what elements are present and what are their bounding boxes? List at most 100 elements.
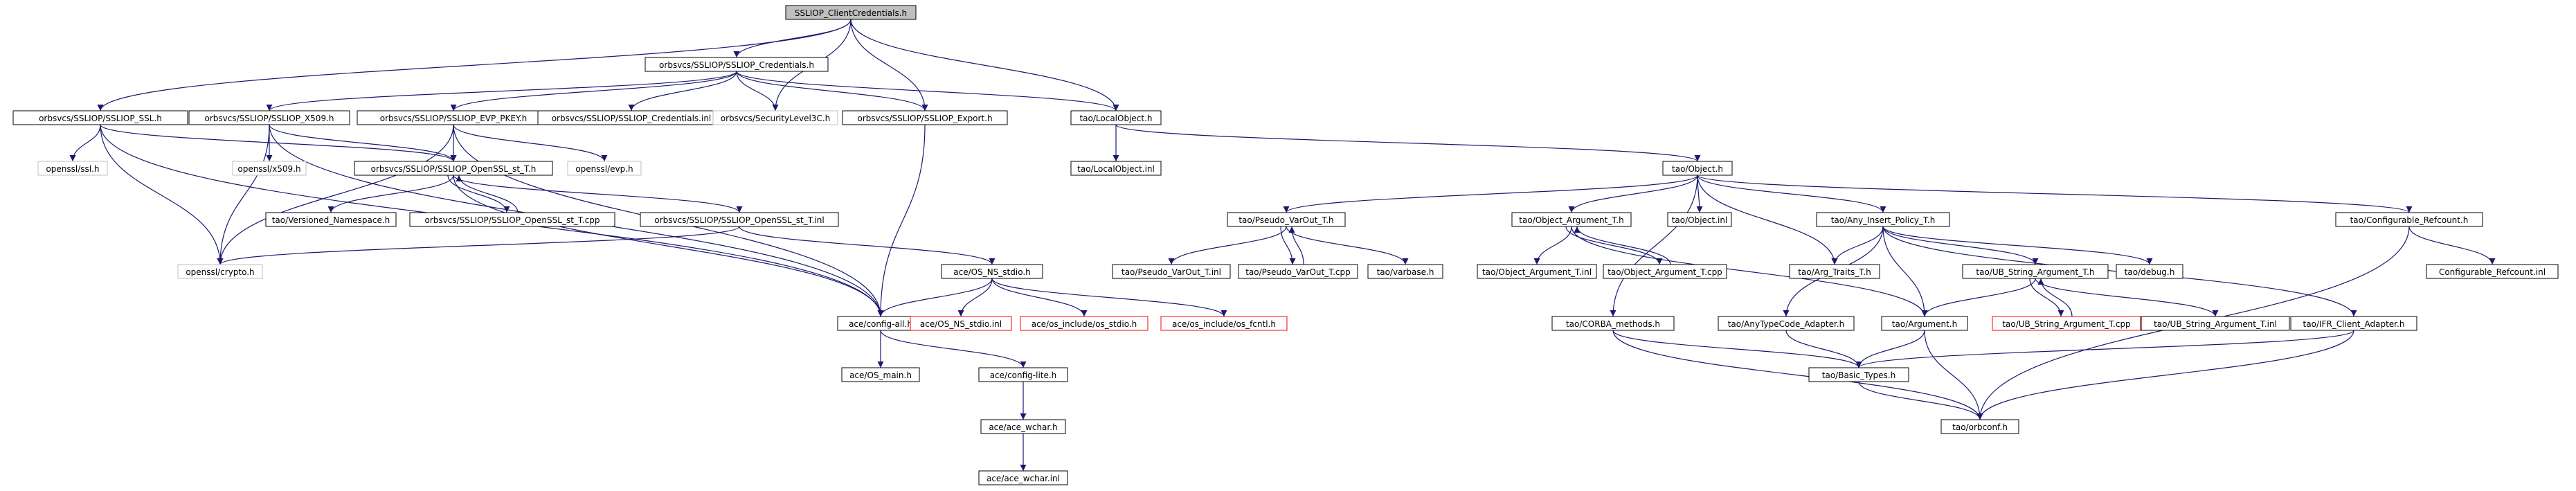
node-box <box>980 419 1066 434</box>
edge-client-cred-h-to-credentials-h <box>733 19 852 58</box>
node-any-insert-h[interactable]: tao/Any_Insert_Policy_T.h <box>1816 212 1950 227</box>
node-label: ace/config-lite.h <box>990 371 1057 380</box>
edge-openssl-sst-inl-to-os-ns-stdio-h <box>739 226 996 265</box>
node-credentials-h[interactable]: orbsvcs/SSLIOP/SSLIOP_Credentials.h <box>645 57 829 72</box>
node-ssl-h[interactable]: orbsvcs/SSLIOP/SSLIOP_SSL.h <box>12 110 188 125</box>
node-versioned-ns[interactable]: tao/Versioned_Namespace.h <box>265 212 397 227</box>
node-os-main-h[interactable]: ace/OS_main.h <box>841 367 920 382</box>
node-os-include-stdio[interactable]: ace/os_include/os_stdio.h <box>1020 316 1149 331</box>
node-orbconf-h[interactable]: tao/orbconf.h <box>1940 419 2019 434</box>
node-openssl-sst-cpp[interactable]: orbsvcs/SSLIOP/SSLIOP_OpenSSL_st_T.cpp <box>409 212 615 227</box>
node-security-level3[interactable]: orbsvcs/SecurityLevel3C.h <box>712 110 838 125</box>
node-label: tao/debug.h <box>2125 267 2175 277</box>
node-box <box>1816 212 1950 227</box>
node-label: ace/OS_NS_stdio.inl <box>920 319 1002 329</box>
node-box <box>177 264 263 279</box>
node-openssl-evp[interactable]: openssl/evp.h <box>567 161 642 176</box>
edge-any-insert-h-to-debug-h <box>1882 226 2153 265</box>
node-label: openssl/evp.h <box>575 164 633 174</box>
node-box <box>910 316 1012 331</box>
node-box <box>1992 316 2141 331</box>
node-os-include-fcntl[interactable]: ace/os_include/os_fcntl.h <box>1160 316 1288 331</box>
node-box <box>841 367 920 382</box>
edge-object-arg-cpp-to-object-arg-h <box>1574 226 1671 265</box>
node-credentials-inl[interactable]: orbsvcs/SSLIOP/SSLIOP_Credentials.inl <box>537 110 726 125</box>
edge-ub-string-cpp-to-ub-string-h <box>2037 278 2073 317</box>
node-ub-string-cpp[interactable]: tao/UB_String_Argument_T.cpp <box>1992 316 2141 331</box>
node-label: tao/Versioned_Namespace.h <box>272 215 390 225</box>
node-label: tao/Object_Argument_T.inl <box>1482 267 1592 277</box>
node-ub-string-h[interactable]: tao/UB_String_Argument_T.h <box>1962 264 2109 279</box>
node-box <box>37 161 108 176</box>
node-label: openssl/ssl.h <box>46 164 99 174</box>
node-ace-wchar-h[interactable]: ace/ace_wchar.h <box>980 419 1066 434</box>
node-os-ns-stdio-h[interactable]: ace/OS_NS_stdio.h <box>941 264 1043 279</box>
node-export-h[interactable]: orbsvcs/SSLIOP/SSLIOP_Export.h <box>842 110 1008 125</box>
node-local-object-h[interactable]: tao/LocalObject.h <box>1070 110 1162 125</box>
node-box <box>1667 212 1732 227</box>
node-debug-h[interactable]: tao/debug.h <box>2116 264 2183 279</box>
node-local-object-inl[interactable]: tao/LocalObject.inl <box>1070 161 1162 176</box>
node-box <box>1603 264 1727 279</box>
node-label: tao/Object_Argument_T.cpp <box>1607 267 1722 277</box>
node-varbase-h[interactable]: tao/varbase.h <box>1367 264 1443 279</box>
node-openssl-sst-inl[interactable]: orbsvcs/SSLIOP/SSLIOP_OpenSSL_st_T.inl <box>640 212 839 227</box>
node-object-arg-h[interactable]: tao/Object_Argument_T.h <box>1511 212 1632 227</box>
node-ifr-client-h[interactable]: tao/IFR_Client_Adapter.h <box>2290 316 2417 331</box>
edge-anytypecode-h-to-basic-types-h <box>1785 330 1862 368</box>
node-config-lite-h[interactable]: ace/config-lite.h <box>978 367 1068 382</box>
edge-credentials-h-to-x509-h <box>266 71 737 111</box>
edge-openssl-sst-h-to-openssl-sst-inl <box>453 175 743 213</box>
node-openssl-ssl[interactable]: openssl/ssl.h <box>37 161 108 176</box>
node-openssl-crypto[interactable]: openssl/crypto.h <box>177 264 263 279</box>
edge-os-ns-stdio-h-to-os-include-stdio <box>991 278 1088 317</box>
node-box <box>265 212 397 227</box>
node-label: ace/ace_wchar.h <box>989 422 1057 432</box>
node-ace-wchar-inl[interactable]: ace/ace_wchar.inl <box>978 470 1068 485</box>
node-basic-types-h[interactable]: tao/Basic_Types.h <box>1808 367 1909 382</box>
node-argument-h[interactable]: tao/Argument.h <box>1881 316 1968 331</box>
node-pseudo-varout-inl[interactable]: tao/Pseudo_VarOut_T.inl <box>1112 264 1231 279</box>
node-anytypecode-h[interactable]: tao/AnyTypeCode_Adapter.h <box>1718 316 1855 331</box>
edge-object-h-to-arg-traits-h <box>1697 175 1838 265</box>
node-label: orbsvcs/SSLIOP/SSLIOP_EVP_PKEY.h <box>380 114 528 123</box>
node-pseudo-varout-h[interactable]: tao/Pseudo_VarOut_T.h <box>1227 212 1346 227</box>
node-object-inl[interactable]: tao/Object.inl <box>1667 212 1732 227</box>
node-object-arg-inl[interactable]: tao/Object_Argument_T.inl <box>1477 264 1597 279</box>
node-openssl-x509[interactable]: openssl/x509.h <box>232 161 307 176</box>
dependency-nodes: SSLIOP_ClientCredentials.h orbsvcs/SSLIOP… <box>12 5 2559 485</box>
node-box <box>2141 316 2290 331</box>
node-label: ace/OS_main.h <box>849 371 912 380</box>
node-ub-string-inl[interactable]: tao/UB_String_Argument_T.inl <box>2141 316 2290 331</box>
node-label: ace/config-all.h <box>849 319 912 329</box>
node-arg-traits-h[interactable]: tao/Arg_Traits_T.h <box>1789 264 1880 279</box>
node-x509-h[interactable]: orbsvcs/SSLIOP/SSLIOP_X509.h <box>188 110 350 125</box>
edge-os-ns-stdio-h-to-os-include-fcntl <box>991 278 1227 317</box>
node-pseudo-varout-cpp[interactable]: tao/Pseudo_VarOut_T.cpp <box>1238 264 1358 279</box>
node-label: tao/Argument.h <box>1892 319 1957 329</box>
edge-credentials-h-to-export-h <box>736 71 928 111</box>
node-label: orbsvcs/SSLIOP/SSLIOP_OpenSSL_st_T.inl <box>654 215 824 225</box>
node-label: openssl/crypto.h <box>186 267 254 277</box>
node-label: tao/Configurable_Refcount.h <box>2350 215 2469 225</box>
node-label: orbsvcs/SSLIOP/SSLIOP_OpenSSL_st_T.h <box>371 164 537 174</box>
node-label: SSLIOP_ClientCredentials.h <box>795 8 907 18</box>
node-object-h[interactable]: tao/Object.h <box>1662 161 1733 176</box>
node-label: tao/Object.inl <box>1672 215 1728 225</box>
node-os-ns-stdio-inl[interactable]: ace/OS_NS_stdio.inl <box>910 316 1012 331</box>
node-config-all-h[interactable]: ace/config-all.h <box>837 316 924 331</box>
node-openssl-sst-h[interactable]: orbsvcs/SSLIOP/SSLIOP_OpenSSL_st_T.h <box>354 161 553 176</box>
node-object-arg-cpp[interactable]: tao/Object_Argument_T.cpp <box>1603 264 1727 279</box>
node-corba-methods-h[interactable]: tao/CORBA_methods.h <box>1551 316 1675 331</box>
node-label: tao/varbase.h <box>1377 267 1434 277</box>
node-box <box>1227 212 1346 227</box>
node-config-refcount-h[interactable]: tao/Configurable_Refcount.h <box>2335 212 2483 227</box>
node-label: orbsvcs/SecurityLevel3C.h <box>721 114 831 123</box>
node-config-refcount-inl[interactable]: Configurable_Refcount.inl <box>2426 264 2559 279</box>
node-box <box>2335 212 2483 227</box>
node-label: tao/LocalObject.inl <box>1077 164 1155 174</box>
node-client-cred-h[interactable]: SSLIOP_ClientCredentials.h <box>785 5 917 20</box>
node-evp-pkey-h[interactable]: orbsvcs/SSLIOP/SSLIOP_EVP_PKEY.h <box>357 110 550 125</box>
node-box <box>232 161 307 176</box>
edge-credentials-h-to-security-level3 <box>736 71 779 111</box>
